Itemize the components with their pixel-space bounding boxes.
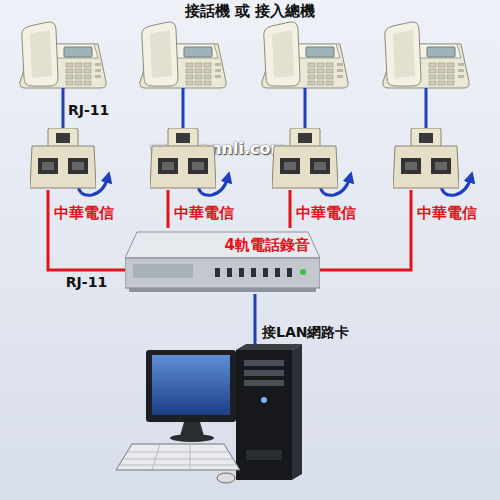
phone-line bbox=[289, 190, 292, 228]
phone-splitter: 中華電信 bbox=[272, 128, 338, 190]
phone-splitter: 中華電信 bbox=[393, 128, 459, 190]
telephone-icon bbox=[140, 22, 226, 88]
telephone-icon bbox=[262, 22, 348, 88]
phone-line bbox=[320, 190, 411, 270]
telephone-icon bbox=[20, 22, 106, 88]
phone-splitter: 中華電信 bbox=[150, 128, 216, 190]
line-label: 中華電信 bbox=[417, 204, 477, 222]
edge-label: RJ-11 bbox=[64, 274, 109, 291]
phone-splitter: 中華電信 bbox=[30, 128, 96, 190]
port-label: 接LAN網路卡 bbox=[262, 324, 349, 341]
computer-illustration bbox=[116, 344, 302, 483]
line-label: 中華電信 bbox=[296, 204, 356, 222]
diagram-title: 接話機 或 接入總機 bbox=[0, 2, 500, 20]
device-label: 4軌電話錄音 bbox=[225, 236, 310, 254]
phone-line bbox=[48, 190, 125, 270]
line-label: 中華電信 bbox=[54, 204, 114, 222]
phone-line bbox=[167, 190, 170, 228]
phone-wire bbox=[63, 88, 426, 344]
connector-type: RJ-11 bbox=[68, 102, 109, 119]
recorder-device: 4軌電話錄音 bbox=[125, 228, 320, 294]
line-label: 中華電信 bbox=[174, 204, 234, 222]
telephone-icon bbox=[383, 22, 469, 88]
